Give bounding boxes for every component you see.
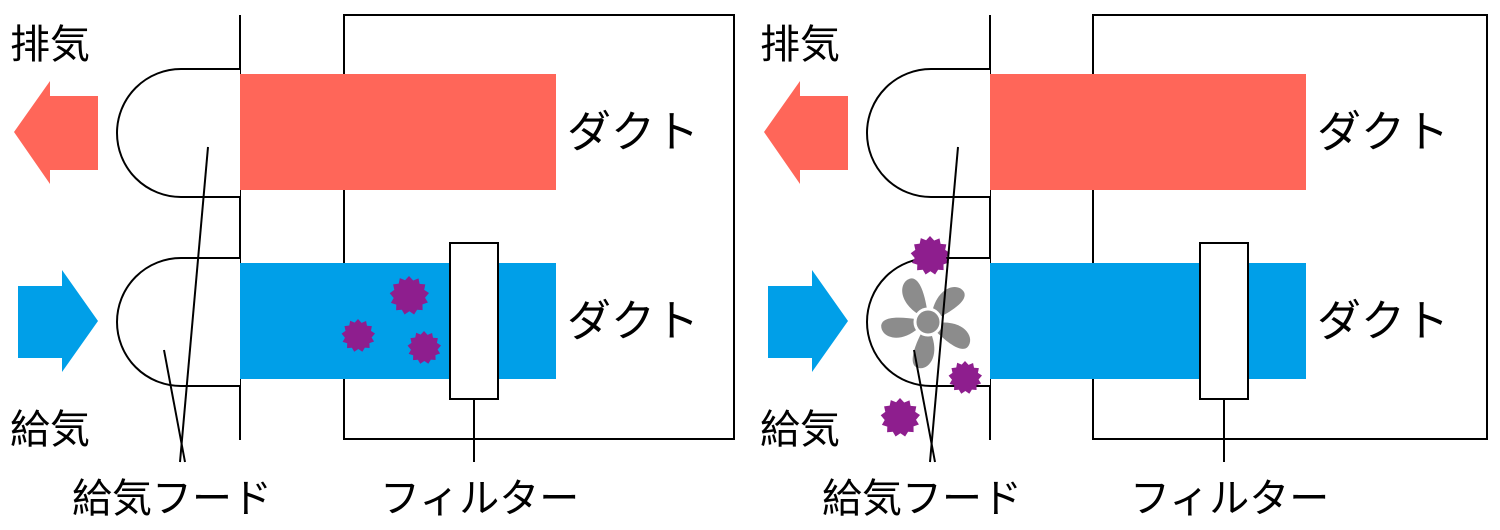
filter-label: フィルター [380,476,579,522]
room-box [1092,14,1488,440]
supply-arrow-icon [18,270,98,372]
hood-leader-line [163,349,186,463]
exhaust-duct [990,74,1306,190]
supply-label: 給気 [760,407,840,453]
room-box [343,14,735,440]
supply-hood-label: 給気フード [72,476,272,522]
panel-left: 排気 給気 ダクト ダクト 給気フード フィルター [10,14,735,522]
exhaust-arrow-icon [14,81,98,184]
supply-duct [990,263,1306,379]
hood-leader-line [913,349,936,463]
exhaust-arrow-icon [764,81,848,184]
exhaust-duct-label: ダクト [567,107,699,158]
hood-leader-line [929,146,959,463]
supply-duct-label: ダクト [1317,296,1449,347]
panel-right: 排気 給気 ダクト ダクト 給気フード フィルター [760,14,1488,522]
exhaust-label: 排気 [760,22,840,68]
exhaust-hood [116,68,240,198]
exhaust-duct [240,74,556,190]
filter [1199,242,1249,400]
exhaust-duct-label: ダクト [1317,107,1449,158]
filter-label: フィルター [1130,476,1329,522]
hood-leader-line [179,146,209,463]
supply-hood-label: 給気フード [822,476,1022,522]
filter [449,242,499,400]
exhaust-hood [866,68,990,198]
supply-hood [116,257,240,387]
supply-duct [240,263,556,379]
supply-label: 給気 [10,407,90,453]
supply-duct-label: ダクト [567,296,699,347]
exhaust-label: 排気 [10,22,90,68]
supply-arrow-icon [768,270,848,372]
particle [880,398,920,437]
